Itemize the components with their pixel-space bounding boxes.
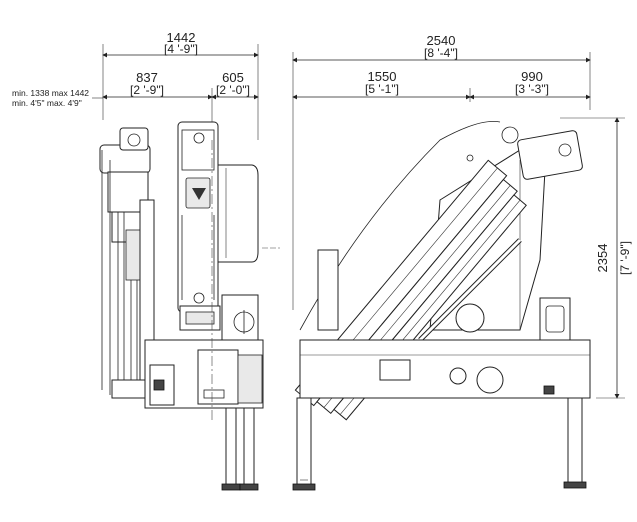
side-view-crane [292,121,591,491]
front-overall-mm: 1442 [167,30,196,45]
front-right-ftin: [2 '-0"] [216,83,250,97]
side-right-mm: 990 [521,69,543,84]
front-range-note-mm: min. 1338 max 1442 [12,88,89,98]
side-height-ftin: [7 '-9"] [618,241,632,275]
side-dimensions: 2540 [8 '-4"] 1550 [5 '-1"] 990 [3 '-3"]… [292,33,632,399]
front-range-note-ftin: min. 4'5" max. 4'9" [12,98,82,108]
front-left-ftin: [2 '-9"] [130,83,164,97]
side-height-mm: 2354 [595,244,610,273]
front-right-mm: 605 [222,70,244,85]
front-left-mm: 837 [136,70,158,85]
front-overall-ftin: [4 '-9"] [164,42,198,56]
side-overall-mm: 2540 [427,33,456,48]
side-left-mm: 1550 [368,69,397,84]
side-right-ftin: [3 '-3"] [515,82,549,96]
side-overall-ftin: [8 '-4"] [424,46,458,60]
front-dimensions: 1442 [4 '-9"] 837 [2 '-9"] 605 [2 '-0"] … [12,30,259,150]
front-view-crane [99,121,280,491]
side-left-ftin: [5 '-1"] [365,82,399,96]
